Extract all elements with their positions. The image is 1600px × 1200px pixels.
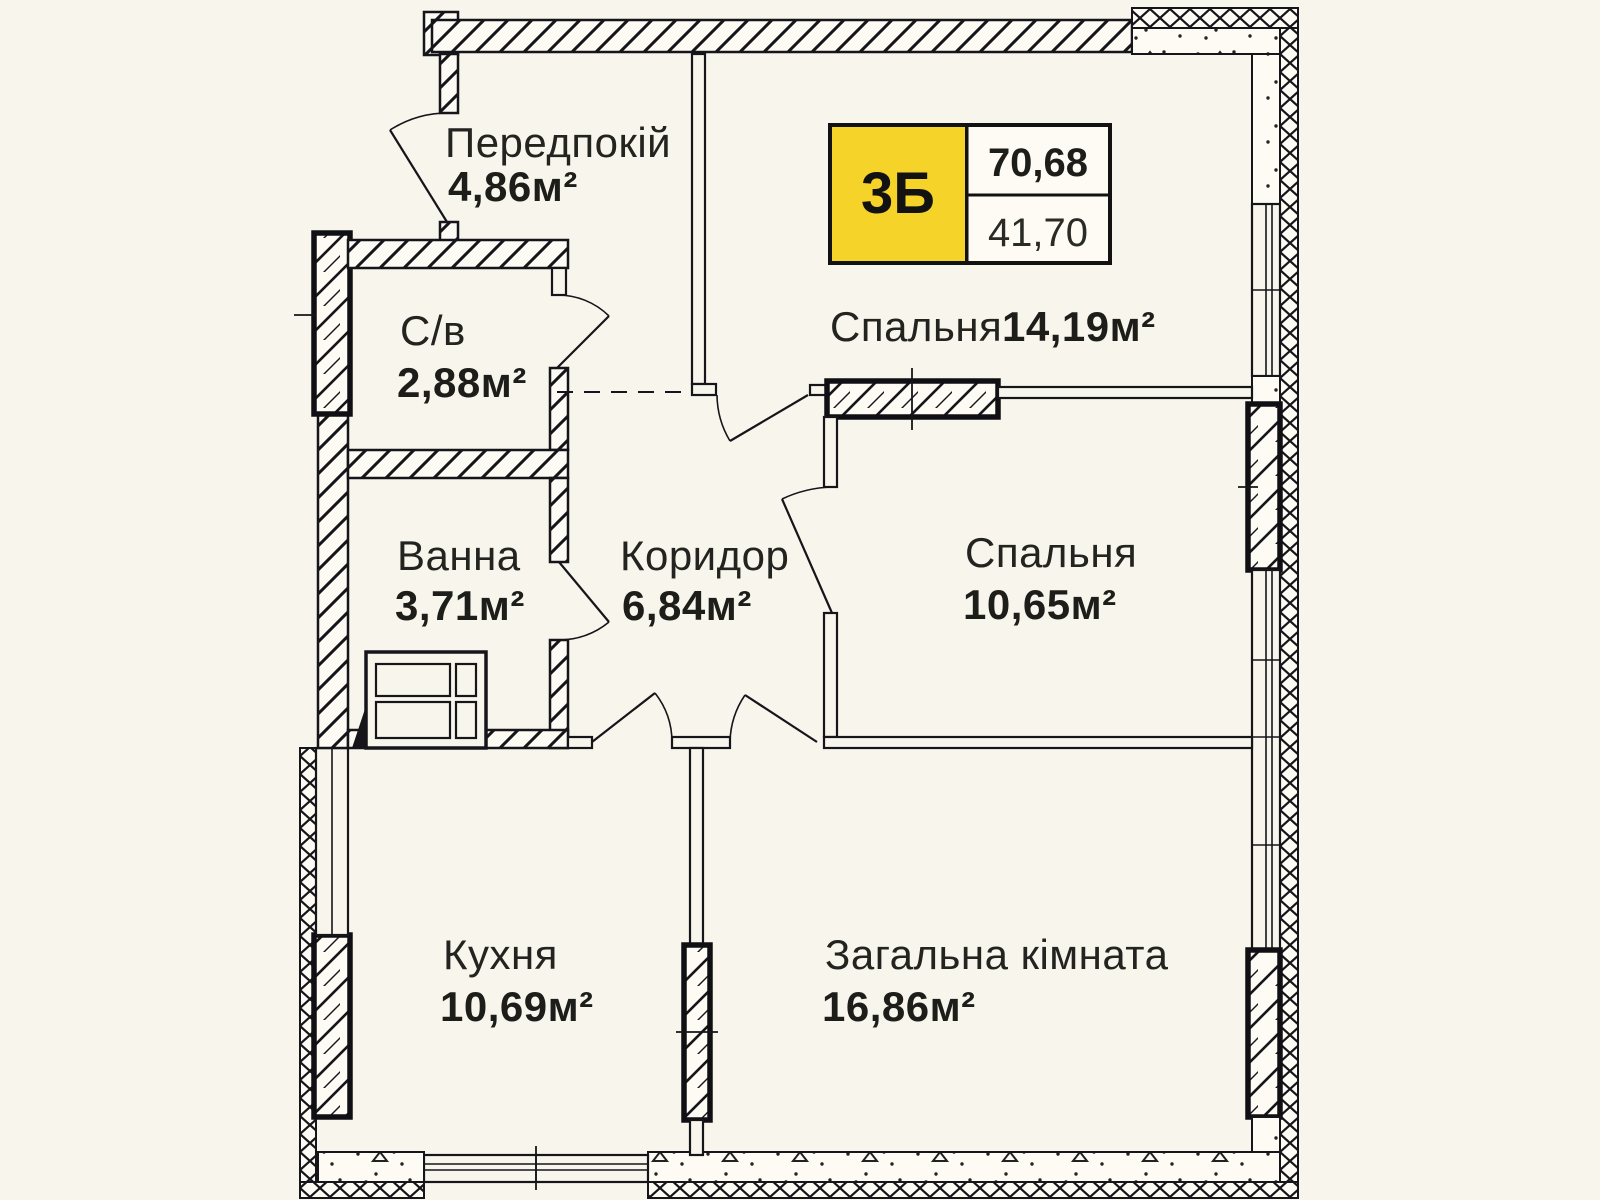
left-wall-kitchen-upper [314, 746, 350, 937]
living-room-door [729, 694, 818, 743]
right-concrete-block [1251, 375, 1281, 405]
top-right-concrete [1131, 27, 1281, 55]
kitchen-name: Кухня [443, 931, 558, 978]
bottom-concrete-band [647, 1151, 1281, 1183]
living-room-name: Загальна кімната [825, 931, 1169, 978]
living-room-area: 16,86м² [822, 983, 976, 1030]
wc-door [556, 294, 610, 369]
unit-card-total-cell [965, 123, 1112, 197]
hallway-area: 4,86м² [448, 163, 578, 210]
entrance-door [389, 112, 453, 223]
bedroom-1-area: 14,19м² [1002, 303, 1156, 350]
bedroom-2-door [780, 486, 834, 614]
corridor-name: Коридор [620, 532, 789, 579]
unit-card: 3Б 70,68 41,70 [828, 123, 1112, 265]
hall-bedroom1-jamb [690, 382, 718, 397]
top-wall [430, 18, 1134, 54]
unit-card-border [828, 123, 1112, 265]
wc-area: 2,88м² [397, 359, 527, 406]
room-label-corridor: Коридор 6,84м² [620, 532, 789, 629]
bathroom-right-wall-upper [548, 476, 570, 564]
kitchen-area: 10,69м² [440, 983, 594, 1030]
bedroom2-partition-lower [822, 611, 839, 739]
bottom-insulation-left [299, 1181, 425, 1199]
bedroom2-partition-upper [822, 415, 839, 489]
interior-walls [346, 52, 1254, 1157]
room-labels: Передпокій 4,86м² С/в 2,88м² Ванна 3,71м… [395, 119, 1169, 1030]
kitchen-living-partition-lower [688, 1118, 705, 1157]
right-window-upper [1250, 202, 1282, 378]
right-window-lower [1250, 568, 1282, 952]
wc-top-wall [346, 238, 570, 270]
room-label-living-room: Загальна кімната 16,86м² [822, 931, 1169, 1030]
room-label-bathroom: Ванна 3,71м² [395, 532, 525, 629]
bedroom-1-name: Спальня [830, 303, 1002, 350]
unit-label: 3Б [861, 161, 935, 226]
bedroom-2-area: 10,65м² [963, 581, 1117, 628]
unit-living-area: 41,70 [988, 211, 1088, 255]
hall-left-wall-upper [438, 52, 460, 115]
bathroom-area: 3,71м² [395, 582, 525, 629]
wc-right-wall [548, 366, 570, 452]
room-label-bedroom-2: Спальня 10,65м² [963, 529, 1137, 628]
hallway-name: Передпокій [445, 119, 671, 166]
living-room-window [1245, 947, 1283, 1120]
bottom-insulation-right [647, 1181, 1299, 1199]
top-right-insulation [1131, 7, 1299, 29]
bedroom-divider-wall [996, 385, 1254, 400]
kitchen-living-partition-upper [688, 746, 705, 947]
room-label-wc: С/в 2,88м² [397, 307, 527, 406]
unit-total-area: 70,68 [988, 141, 1088, 185]
duct-shafts [352, 650, 488, 750]
room-label-hallway: Передпокій 4,86м² [445, 119, 671, 210]
hall-bedroom1-partition [690, 52, 707, 386]
left-wall-bathroom [316, 412, 350, 750]
bottom-left-concrete [317, 1151, 425, 1183]
right-concrete-pier [1251, 53, 1281, 205]
room-label-bedroom-1: Спальня 14,19м² [830, 303, 1156, 350]
bedroom-1-door [716, 394, 809, 442]
corridor-south-stub [566, 735, 594, 750]
kitchen-living-tee-wall [670, 735, 732, 750]
wc-name: С/в [400, 307, 466, 354]
bathroom-name: Ванна [397, 532, 521, 579]
corridor-area: 6,84м² [622, 582, 752, 629]
room-label-kitchen: Кухня 10,69м² [440, 931, 594, 1030]
bathroom-top-wall [346, 448, 570, 480]
wc-right-stub [550, 266, 568, 297]
bedroom2-living-wall [822, 735, 1254, 750]
exterior-walls [294, 7, 1299, 1199]
bedroom-2-name: Спальня [965, 529, 1137, 576]
kitchen-bottom-window [422, 1146, 650, 1190]
wc-side-window [311, 230, 353, 417]
kitchen-side-window [311, 932, 353, 1120]
